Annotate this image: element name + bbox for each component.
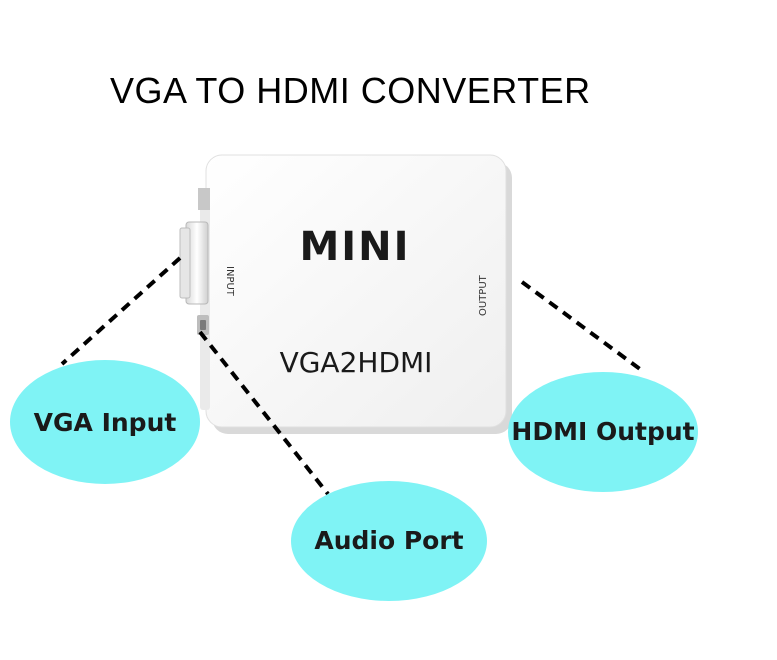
- converter-device: MINI VGA2HDMI INPUT OUTPUT: [179, 154, 512, 434]
- output-port-label: OUTPUT: [478, 274, 489, 316]
- audio-port-leader-line: [198, 330, 330, 496]
- hdmi-output-callout: HDMI Output: [508, 372, 698, 492]
- audio-port-callout: Audio Port: [291, 481, 487, 601]
- device-body: [205, 154, 507, 428]
- vga-input-leader-line: [60, 256, 182, 366]
- audio-port-bubble: [291, 481, 487, 601]
- vga-port: [179, 188, 210, 305]
- device-brand-text: MINI: [299, 224, 410, 270]
- device-model-text: VGA2HDMI: [280, 346, 433, 379]
- diagram-title: VGA TO HDMI CONVERTER: [110, 70, 591, 111]
- hdmi-output-bubble: [508, 372, 698, 492]
- vga-screw-top: [198, 188, 210, 210]
- input-port-label: INPUT: [224, 266, 235, 297]
- vga-input-callout: VGA Input: [10, 360, 200, 484]
- hdmi-output-leader-line: [520, 280, 646, 374]
- vga-input-label: VGA Input: [34, 408, 177, 437]
- audio-jack: [197, 315, 209, 335]
- vga-shroud: [179, 227, 191, 299]
- vga-input-bubble: [10, 360, 200, 484]
- audio-port-label: Audio Port: [314, 526, 463, 555]
- audio-jack-hole: [200, 320, 206, 330]
- hdmi-output-label: HDMI Output: [511, 417, 694, 446]
